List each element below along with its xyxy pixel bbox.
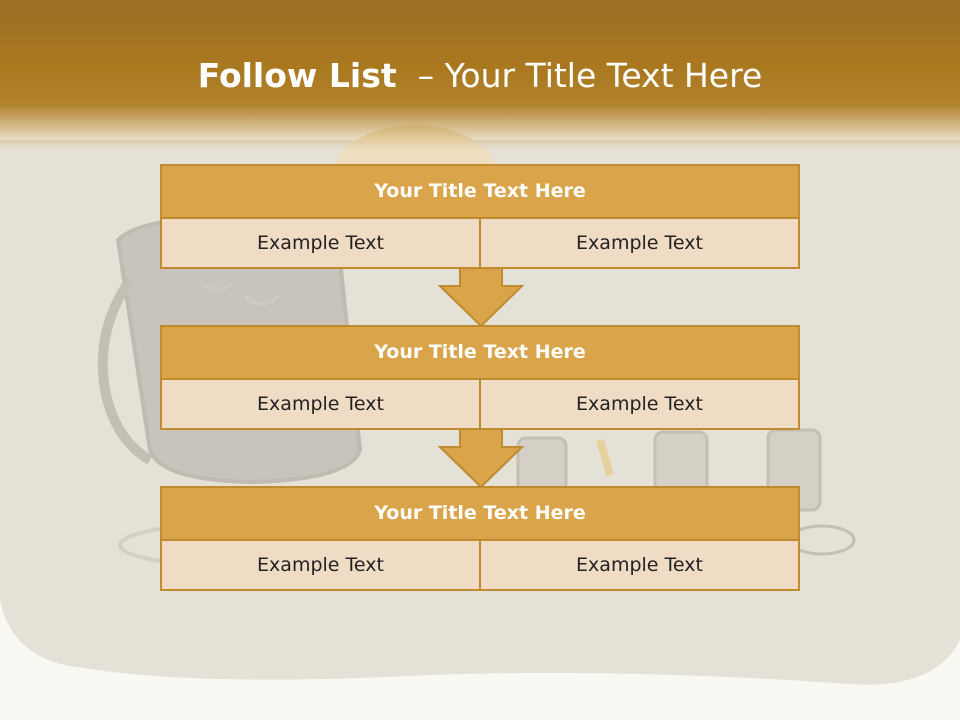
slide-title-bold: Follow List xyxy=(197,56,397,95)
block-title: Your Title Text Here xyxy=(160,325,800,380)
block-cell-left: Example Text xyxy=(162,219,479,267)
block-row: Example Text Example Text xyxy=(160,219,800,269)
block-cell-right: Example Text xyxy=(479,541,798,589)
block-title: Your Title Text Here xyxy=(160,164,800,219)
list-block-3: Your Title Text Here Example Text Exampl… xyxy=(160,486,800,591)
block-cell-left: Example Text xyxy=(162,380,479,428)
down-arrow-icon xyxy=(438,429,524,489)
list-block-2: Your Title Text Here Example Text Exampl… xyxy=(160,325,800,430)
list-block-1: Your Title Text Here Example Text Exampl… xyxy=(160,164,800,269)
block-title: Your Title Text Here xyxy=(160,486,800,541)
block-cell-right: Example Text xyxy=(479,219,798,267)
slide-title-rest: – Your Title Text Here xyxy=(417,56,763,95)
header-bar xyxy=(0,0,960,150)
down-arrow-icon xyxy=(438,268,524,328)
slide-title: Follow List – Your Title Text Here xyxy=(0,52,960,100)
block-cell-right: Example Text xyxy=(479,380,798,428)
block-row: Example Text Example Text xyxy=(160,541,800,591)
block-cell-left: Example Text xyxy=(162,541,479,589)
block-row: Example Text Example Text xyxy=(160,380,800,430)
